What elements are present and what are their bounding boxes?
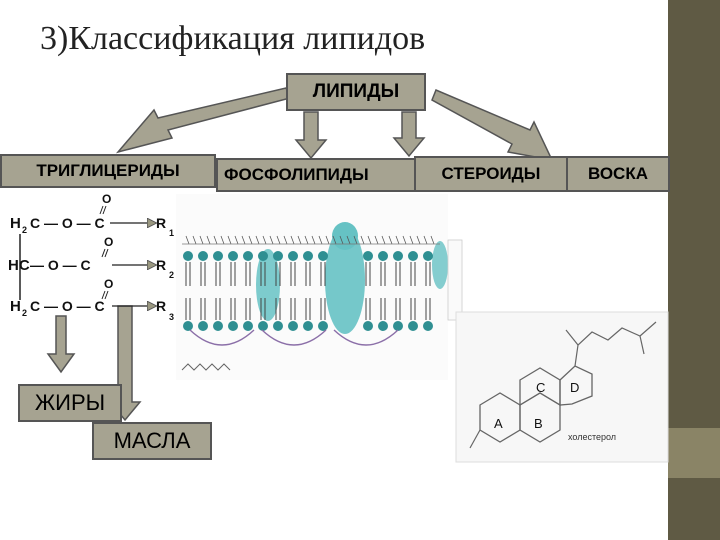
formula-row-1-sub: 2 <box>22 225 27 235</box>
node-lipids: ЛИПИДЫ <box>286 73 426 111</box>
formula-row-2-mid: — O — C <box>30 257 91 273</box>
right-sidebar <box>668 0 720 540</box>
phospholipid-membrane <box>176 194 448 380</box>
arrow-to-phospholipids <box>294 111 328 160</box>
ring-label-b: B <box>534 416 543 431</box>
formula-row-3-n: 3 <box>169 312 174 322</box>
formula-oxygen-3: O <box>104 277 113 291</box>
triglyceride-formula: H 2 C — O — C O R 1 HC — O — C O R 2 H 2… <box>8 192 174 322</box>
formula-row-2-left: HC <box>8 257 30 274</box>
formula-row-3-mid: C — O — C <box>30 298 105 314</box>
formula-row-3-sub: 2 <box>22 308 27 318</box>
node-fats: ЖИРЫ <box>18 384 122 422</box>
node-waxes: ВОСКА <box>566 156 670 192</box>
ring-label-d: D <box>570 380 579 395</box>
arrow-to-waxes <box>431 89 554 161</box>
steroid-structure: A B C D холестерол <box>447 239 669 463</box>
formula-row-1-mid: C — O — C <box>30 215 105 231</box>
formula-row-2-r: R <box>156 257 166 273</box>
node-steroids: СТЕРОИДЫ <box>414 156 568 192</box>
formula-row-1-left: H <box>10 215 21 232</box>
ring-label-c: C <box>536 380 545 395</box>
formula-row-3-left: H <box>10 298 21 315</box>
arrow-to-steroids <box>392 111 426 158</box>
formula-oxygen-1: O <box>102 192 111 206</box>
node-phospholipids: ФОСФОЛИПИДЫ <box>216 158 416 192</box>
node-oils: МАСЛА <box>92 422 212 460</box>
formula-row-3-r: R <box>156 298 166 314</box>
slide-title: 3)Классификация липидов <box>40 20 426 57</box>
formula-row-1-r: R <box>156 215 166 231</box>
ring-label-a: A <box>494 416 503 431</box>
arrow-to-fats <box>46 315 76 374</box>
formula-row-2-n: 2 <box>169 270 174 280</box>
formula-oxygen-2: O <box>104 235 113 249</box>
steroid-caption: холестерол <box>568 432 616 442</box>
sidebar-accent <box>668 428 720 478</box>
formula-row-1-n: 1 <box>169 228 174 238</box>
node-triglycerides: ТРИГЛИЦЕРИДЫ <box>0 154 216 188</box>
arrow-to-triglycerides <box>115 87 292 154</box>
